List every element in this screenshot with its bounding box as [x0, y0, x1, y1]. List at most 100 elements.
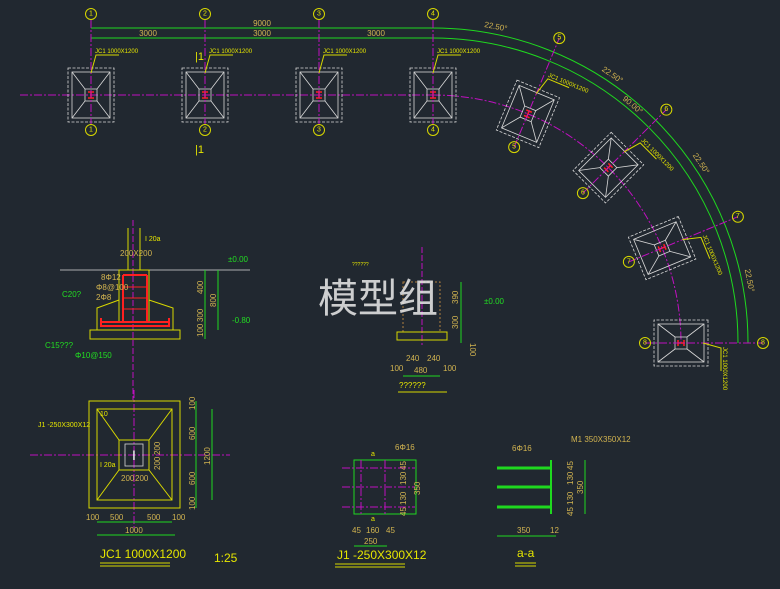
axis-circle [313, 124, 325, 136]
footing-slope [633, 221, 691, 275]
dim-v: 600 [188, 471, 197, 485]
footing-label: JC1 1000X1200 [90, 49, 139, 74]
dim-h: 100 [86, 513, 100, 522]
jc1-scale: 1:25 [214, 551, 238, 565]
axis-label: 7 [736, 213, 740, 220]
axis-label: 5 [557, 35, 561, 42]
dim-v: 45 [566, 507, 575, 516]
dim-h-total: 250 [364, 537, 378, 546]
axis-bubble-5: 5 [553, 32, 566, 45]
dim-v: 300 [196, 308, 205, 322]
wall-elev: ±0.00 [484, 297, 505, 306]
axis-circle [576, 187, 589, 200]
axis-circle [757, 337, 769, 349]
axis-bubble-7: 7 [622, 255, 635, 268]
wall-footing [396, 331, 448, 341]
footing-slope [501, 85, 555, 143]
dim-thk: 12 [550, 526, 559, 535]
leader-line [204, 54, 233, 74]
dim-v: 100 [188, 496, 197, 510]
axis-circle [660, 103, 673, 116]
dim-inner-h: 200 [121, 474, 135, 483]
dim-inner-v: 200 [153, 456, 162, 470]
footing-slope [185, 71, 225, 119]
aa-title: a-a [517, 546, 535, 560]
bottom-rebar: Φ10@150 [75, 351, 112, 360]
dim-v: 130 [399, 491, 408, 505]
rebar-main: 8Φ12 [101, 273, 121, 282]
dim-v: 100 [188, 396, 197, 410]
axis-circle [622, 255, 635, 268]
stirrup: Φ8@100 [96, 283, 129, 292]
dim-h: 500 [147, 513, 161, 522]
dim-h: 100 [172, 513, 186, 522]
dim-total: 800 [209, 293, 218, 307]
dim-h-total: 1000 [125, 526, 143, 535]
axis-bubble-3: 3 [313, 8, 325, 20]
leader-line [432, 54, 461, 74]
footing-label-text: JC1 1000X1200 [95, 49, 139, 55]
axis-circle [313, 8, 325, 20]
dim-arc-inner [432, 37, 739, 344]
dim-total: 9000 [253, 19, 271, 28]
leader-line [90, 54, 119, 74]
dim-v: 100 [468, 343, 477, 357]
dim-h: 45 [352, 526, 361, 535]
dim-v: 100 [196, 323, 205, 337]
axis-label: 3 [317, 11, 321, 18]
section-mark-top: |1 [195, 51, 204, 63]
elev-top: ±0.00 [228, 255, 249, 264]
axis-label: 8 [761, 340, 765, 347]
leader-line [702, 342, 722, 371]
jc1-plan: I J1 -250X300X12 10 I 20a 200 200 200 20… [30, 390, 238, 567]
dim-v-total: 350 [413, 481, 422, 495]
dim-v: 45 [399, 507, 408, 516]
footing-outline [88, 400, 181, 509]
arc-angle: 22.50° [484, 20, 509, 33]
wall-label: ?????? [352, 262, 369, 268]
dim-h: 240 [427, 354, 441, 363]
dim-h: 160 [366, 526, 380, 535]
footing-label: JC1 1000X1200 [702, 342, 727, 391]
axis-label: 2 [203, 11, 207, 18]
j1-detail: a a 6Φ16 45 130 130 45 350 45 160 45 250… [335, 443, 427, 568]
dim-v: 45 [399, 461, 408, 470]
axis-bubble-4: 4 [427, 124, 439, 136]
axis-label: 4 [431, 127, 435, 134]
axis-circle [639, 337, 651, 349]
axis-bubble-4: 4 [427, 8, 439, 20]
column-size: 200X200 [120, 249, 153, 258]
wall-title: ?????? [399, 381, 426, 390]
dim-inner-v: 200 [153, 441, 162, 455]
footing-label: JC1 1000X1200 [318, 49, 367, 74]
axis-circle [731, 210, 744, 223]
footing-label: JC1 1000X1200 [204, 49, 253, 74]
dim-h: 100 [443, 364, 457, 373]
watermark: 模型组 [318, 276, 438, 322]
column-plate [124, 443, 144, 467]
footing-label-text: JC1 1000X1200 [437, 49, 481, 55]
dim-v-total: 350 [576, 480, 585, 494]
footing-label-text: JC1 1000X1200 [209, 49, 253, 55]
dim-len: 350 [517, 526, 531, 535]
axis-bubble-7: 7 [731, 210, 744, 223]
dim-span: 3000 [139, 29, 157, 38]
section-mark: a [371, 451, 375, 458]
footing-slope [96, 299, 174, 330]
dim-v: 130 [566, 471, 575, 485]
arc-angle: 22.50° [743, 268, 756, 293]
axis-bubble-1: 1 [85, 8, 97, 20]
rebar-label: 6Φ16 [512, 444, 532, 453]
bubble-label: 10 [100, 411, 108, 418]
axis-circle [427, 124, 439, 136]
leader-line [535, 78, 570, 94]
section-mark-bottom: |1 [195, 144, 204, 156]
axis-label: 2 [203, 127, 207, 134]
section-mark: a [371, 516, 375, 523]
axis-bubble-1: 1 [85, 124, 97, 136]
footing-slope [71, 71, 111, 119]
dim-v: 130 [566, 491, 575, 505]
wall-section: ?????? 390 300 100 ±0.00 240 240 100 480… [352, 247, 505, 393]
dim-h: 240 [406, 354, 420, 363]
